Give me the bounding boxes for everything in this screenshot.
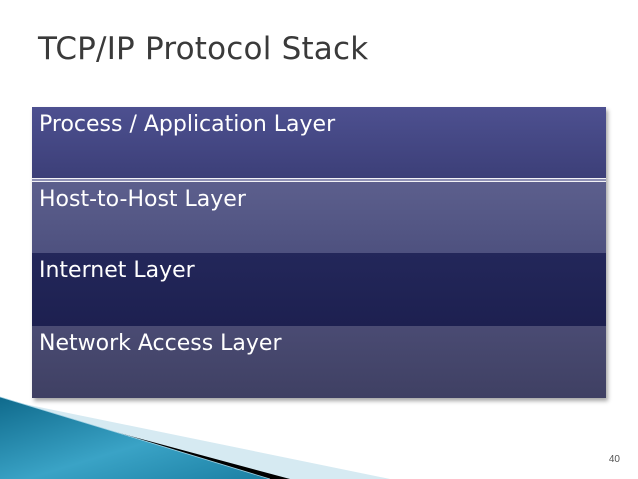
slide-title: TCP/IP Protocol Stack: [38, 31, 369, 67]
layer-host-to-host: Host-to-Host Layer: [32, 182, 606, 253]
protocol-stack-diagram: Process / Application Layer Host-to-Host…: [32, 107, 606, 398]
page-number: 40: [608, 454, 620, 465]
corner-swoosh-decoration: [0, 396, 390, 479]
layer-process-application: Process / Application Layer: [32, 107, 606, 178]
layer-network-access: Network Access Layer: [32, 326, 606, 398]
layer-internet: Internet Layer: [32, 253, 606, 326]
layer-label: Host-to-Host Layer: [39, 187, 246, 212]
layer-label: Process / Application Layer: [39, 112, 336, 137]
layer-label: Network Access Layer: [39, 331, 282, 356]
layer-divider: [32, 178, 606, 182]
layer-label: Internet Layer: [39, 258, 195, 283]
